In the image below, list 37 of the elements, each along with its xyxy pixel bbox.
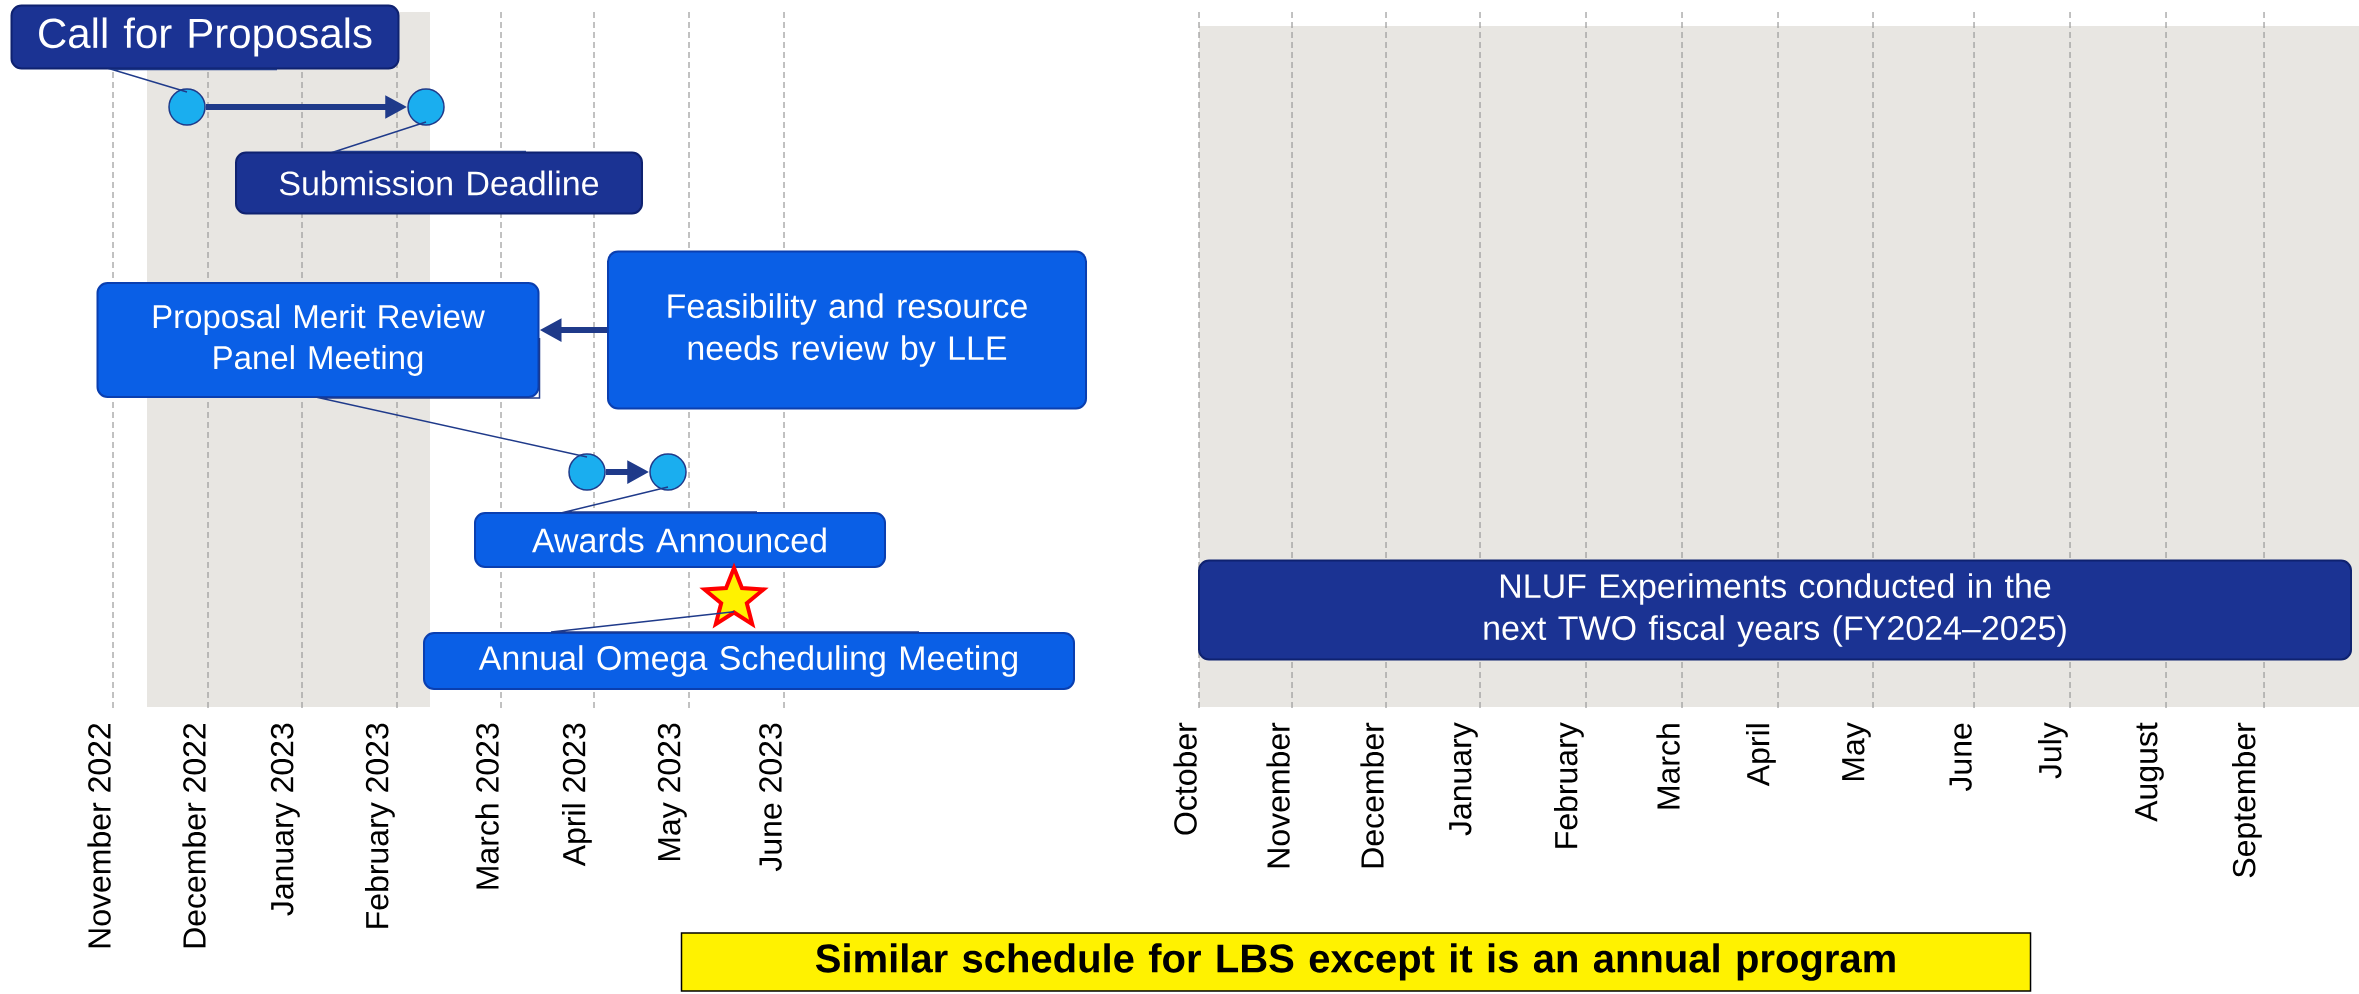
month-label: June [1949, 723, 1972, 792]
milestone-box: NLUF Experiments conducted in the next TWO fiscal years (FY2024–2025) [1198, 559, 2352, 661]
leader-line [558, 486, 758, 513]
milestone-dot [568, 453, 606, 491]
month-label: August [2135, 722, 2164, 822]
month-label: June 2023 [759, 723, 782, 872]
leader-line [550, 610, 920, 633]
month-label: January [1449, 722, 1478, 836]
month-label: May [1842, 722, 1871, 781]
milestone-box: Proposal Merit Review Panel Meeting [96, 282, 540, 398]
month-label: January 2023 [270, 723, 300, 916]
month-label: September [2232, 722, 2262, 878]
leader-line [330, 121, 527, 153]
month-label: December 2022 [182, 723, 206, 948]
month-label: December [1360, 722, 1384, 868]
month-label: February [1554, 722, 1584, 848]
milestone-dot [649, 453, 687, 491]
month-label: April 2023 [562, 723, 592, 867]
milestone-dot [407, 88, 445, 126]
milestone-box: Annual Omega Scheduling Meeting [423, 632, 1075, 690]
month-label: March [1656, 724, 1680, 809]
month-label: March 2023 [475, 723, 499, 889]
milestone-box: Call for Proposals [10, 4, 400, 70]
milestone-dot [168, 88, 206, 126]
leader-line [313, 337, 588, 458]
month-label: November [1266, 722, 1290, 868]
month-label: May 2023 [657, 723, 687, 861]
month-label: November 2022 [87, 723, 111, 948]
milestone-box: Feasibility and resource needs review by LLE [607, 250, 1087, 410]
leader-line [106, 68, 278, 93]
milestone-box: Awards Announced [474, 512, 886, 568]
milestone-box: Submission Deadline [235, 151, 643, 215]
month-label: October [1173, 722, 1197, 835]
month-label: April [1746, 724, 1776, 787]
note-box: Similar schedule for LBS except it is an annual program [680, 932, 2032, 992]
month-label: July [2038, 722, 2068, 779]
month-label: February 2023 [365, 723, 395, 928]
